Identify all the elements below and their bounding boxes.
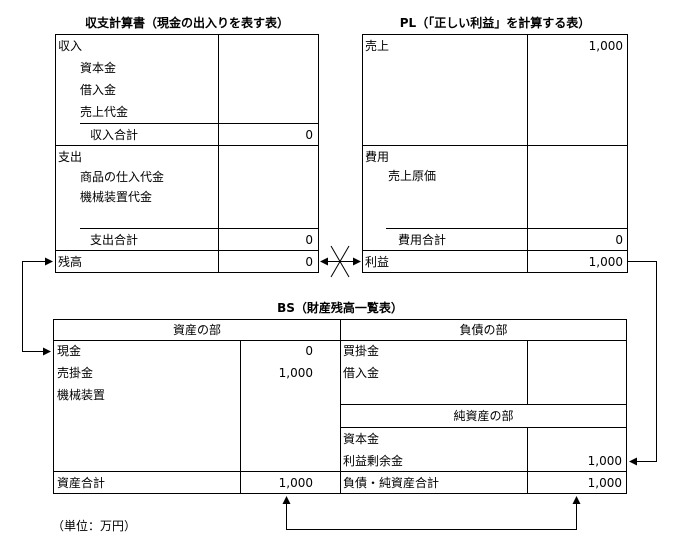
cf-income-item: 借入金: [80, 83, 117, 97]
pl-table-frame: [362, 34, 628, 273]
pl-cost-header: 費用: [365, 150, 390, 164]
bs-asset-label: 売掛金: [57, 366, 94, 380]
pl-cost-total-value: 0: [615, 233, 623, 247]
cf-table-frame: [55, 34, 319, 273]
bs-asset-label: 機械装置: [57, 388, 106, 402]
cf-expense-header: 支出: [58, 150, 83, 164]
bs-title: BS（財産残高一覧表）: [277, 301, 403, 315]
bs-le-total-label: 負債・純資産合計: [343, 476, 440, 490]
pl-profit-value: 1,000: [588, 255, 623, 269]
bs-liabilities-header: 負債の部: [459, 323, 508, 337]
bs-equity-value: 1,000: [587, 454, 622, 468]
cf-income-total-label: 収入合計: [90, 128, 139, 142]
bs-asset-label: 現金: [57, 344, 82, 358]
cf-income-item: 売上代金: [80, 105, 129, 119]
pl-sales-value: 1,000: [588, 39, 623, 53]
cf-income-total-value: 0: [305, 128, 313, 142]
cross-line-b: [330, 245, 350, 278]
cf-balance-label: 残高: [58, 255, 83, 269]
unit-note: （単位：万円）: [52, 519, 137, 533]
cf-income-item: 資本金: [80, 61, 117, 75]
bs-le-total-value: 1,000: [587, 476, 622, 490]
bs-asset-value: 0: [305, 344, 313, 358]
pl-cost-total-label: 費用合計: [398, 233, 447, 247]
bs-assets-total-label: 資産合計: [57, 476, 106, 490]
bs-equity-label: 資本金: [343, 432, 380, 446]
bs-table-frame: [53, 319, 627, 494]
cash-link-arrow: [22, 257, 53, 356]
bs-asset-value: 1,000: [278, 366, 313, 380]
pl-sales-label: 売上: [365, 39, 390, 53]
pl-cost-item: 売上原価: [388, 169, 437, 183]
cf-expense-item: 機械装置代金: [80, 190, 153, 204]
bs-balance-arrow: [282, 496, 581, 530]
bs-assets-total-value: 1,000: [278, 476, 313, 490]
pl-title: PL（「正しい利益」を計算する表）: [399, 16, 591, 30]
cf-expense-item: 商品の仕入代金: [80, 170, 165, 184]
bs-equity-header: 純資産の部: [453, 409, 514, 423]
bs-assets-header: 資産の部: [172, 323, 221, 337]
cf-expense-total-value: 0: [305, 233, 313, 247]
bs-liability-label: 借入金: [343, 366, 380, 380]
profit-link-arrow: [628, 261, 657, 466]
bs-equity-label: 利益剰余金: [343, 454, 404, 468]
cf-balance-value: 0: [305, 255, 313, 269]
pl-profit-label: 利益: [365, 255, 390, 269]
cf-income-header: 収入: [58, 39, 83, 53]
bs-liability-label: 買掛金: [343, 344, 380, 358]
cf-title: 収支計算書（現金の出入りを表す表）: [84, 16, 289, 30]
cf-expense-total-label: 支出合計: [90, 233, 139, 247]
